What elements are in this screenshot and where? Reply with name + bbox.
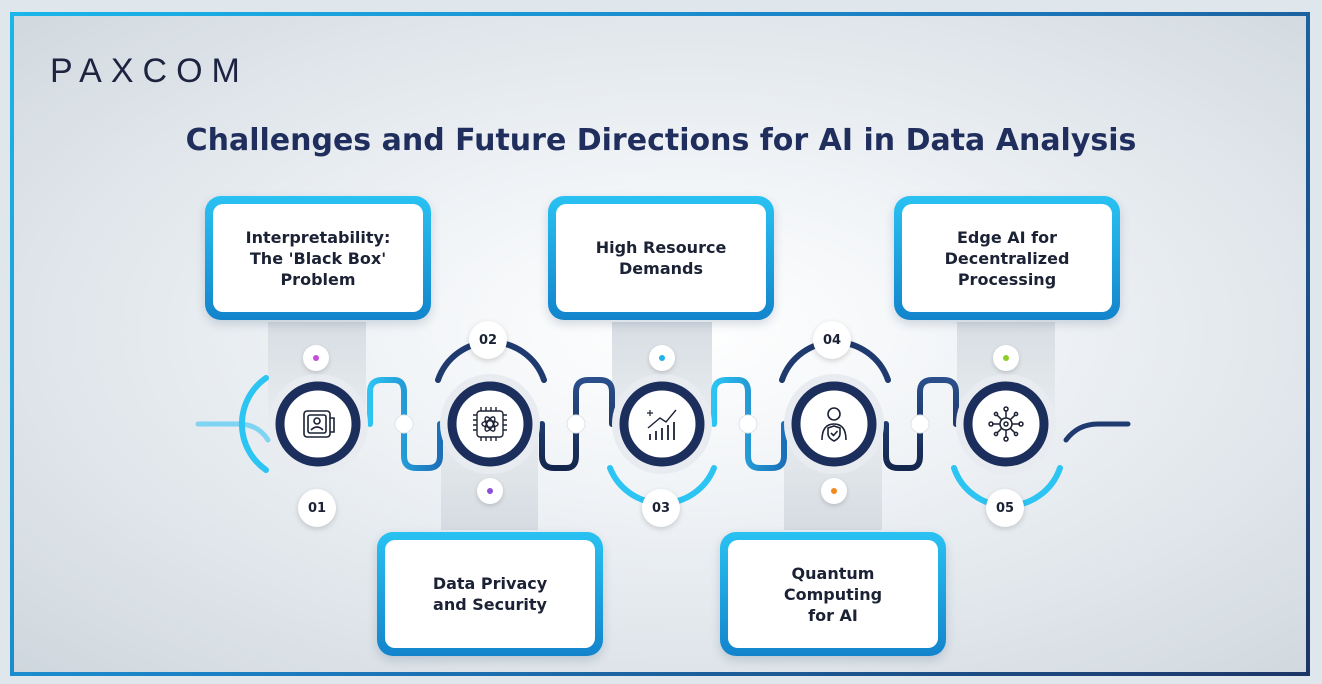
user-shield-icon <box>821 407 847 442</box>
step-dot-04 <box>821 478 847 504</box>
step-dot-03 <box>649 345 675 371</box>
lead-out-line <box>1063 421 1131 443</box>
junction-dot <box>910 414 930 434</box>
bar-chart-icon <box>647 409 677 440</box>
node-circle-05 <box>951 374 1063 509</box>
step-dot-05 <box>993 345 1019 371</box>
page-title: Challenges and Future Directions for AI … <box>185 123 1137 158</box>
brand-logo: PAXCOM <box>50 52 249 90</box>
step-number-02: 02 <box>469 321 507 359</box>
node-circle-02 <box>435 339 547 474</box>
step-label-04: Quantum Computing for AI <box>783 563 883 625</box>
lead-in-line <box>195 421 271 443</box>
chip-atom-icon <box>473 407 507 441</box>
junction-dot <box>394 414 414 434</box>
step-number-04: 04 <box>813 321 851 359</box>
step-number-03: 03 <box>642 489 680 527</box>
step-label-02: Data Privacy and Security <box>432 574 548 614</box>
node-circle-01 <box>238 374 368 474</box>
step-label-01: Interpretability: The 'Black Box' Proble… <box>245 227 391 289</box>
step-dot-02 <box>477 478 503 504</box>
step-card-02: Data Privacy and Security <box>377 532 603 656</box>
node-circle-03 <box>607 374 717 507</box>
step-label-03: High Resource Demands <box>595 238 727 278</box>
step-card-03: High Resource Demands <box>548 196 774 320</box>
junction-dot <box>566 414 586 434</box>
step-card-04: Quantum Computing for AI <box>720 532 946 656</box>
step-number-05: 05 <box>986 489 1024 527</box>
network-gear-icon <box>988 406 1024 442</box>
step-number-01: 01 <box>298 489 336 527</box>
step-dot-01 <box>303 345 329 371</box>
step-card-05: Edge AI for Decentralized Processing <box>894 196 1120 320</box>
junction-dot <box>738 414 758 434</box>
step-card-01: Interpretability: The 'Black Box' Proble… <box>205 196 431 320</box>
portfolio-icon <box>303 410 335 438</box>
step-label-05: Edge AI for Decentralized Processing <box>944 227 1070 289</box>
